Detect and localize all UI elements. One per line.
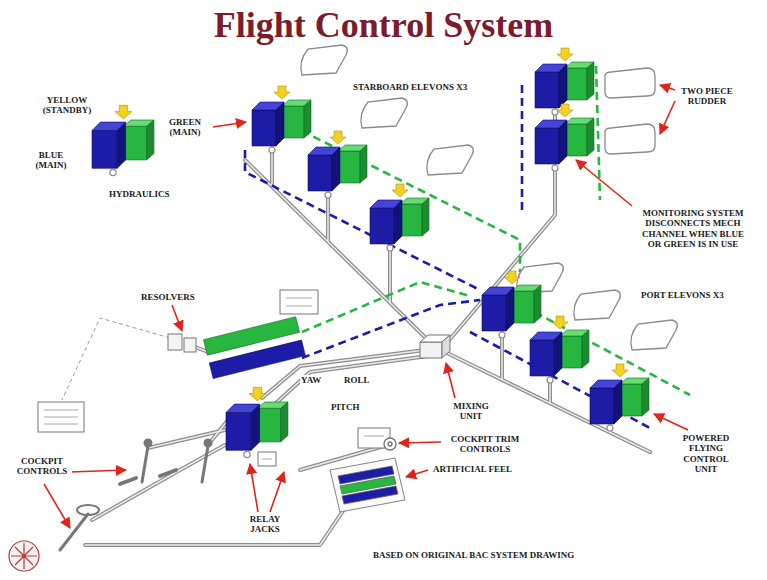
cockpit-control <box>202 446 208 482</box>
rudder-surface <box>605 68 655 98</box>
trim-wheel <box>384 438 396 450</box>
leader-arrow <box>406 470 428 477</box>
artificial-feel-unit <box>330 458 405 512</box>
blue-hydraulic-line <box>245 85 650 428</box>
leader-arrow <box>213 122 246 127</box>
port-elevon <box>574 290 620 320</box>
logo-emblem <box>9 541 39 571</box>
callout-label: YELLOW (STANDBY) <box>36 95 98 116</box>
callout-label: POWERED FLYING CONTROL UNIT <box>675 433 737 474</box>
cockpit-control <box>142 446 148 482</box>
green-hydraulic-line <box>290 125 520 272</box>
callout-label: TWO PIECE RUDDER <box>678 86 736 107</box>
resolver-box <box>168 334 196 352</box>
cockpit-control <box>77 505 99 515</box>
starboard-elevon <box>301 45 347 75</box>
callout-label: BLUE (MAIN) <box>30 150 72 171</box>
artificial-feel-unit <box>330 458 405 512</box>
callout-label: COCKPIT CONTROLS <box>12 456 72 477</box>
callout-label: YAW <box>300 375 330 385</box>
leader-arrow <box>44 85 688 528</box>
callout-label: PORT ELEVONS X3 <box>640 290 750 300</box>
diagram-title: Flight Control System <box>0 4 767 46</box>
mixing-unit-box <box>442 335 450 358</box>
trim-wheel <box>388 442 392 446</box>
relay-jack-unit <box>226 387 288 457</box>
mixing-unit-box <box>420 342 442 358</box>
callout-label: MONITORING SYSTEM DISCONNECTS MECH CHANN… <box>634 208 752 249</box>
blue-hydraulic-line <box>302 300 480 358</box>
leader-arrow <box>654 414 688 430</box>
callout-label: BASED ON ORIGINAL BAC SYSTEM DRAWING <box>372 550 632 560</box>
autostab-bar <box>203 317 305 379</box>
green-hydraulic-line <box>290 66 690 395</box>
logo-emblem <box>9 541 39 571</box>
blue-hydraulic-line <box>521 85 524 215</box>
hydraulics-key-unit <box>92 105 154 175</box>
port-elevon <box>631 320 677 350</box>
callout-label: COCKPIT TRIM CONTROLS <box>444 434 526 455</box>
cockpit-control <box>60 440 211 550</box>
callout-label: HYDRAULICS <box>108 189 188 199</box>
starboard-elevon <box>361 98 407 128</box>
powered-flying-control-unit <box>535 104 594 171</box>
callout-label: ARTIFICIAL FEEL <box>432 464 542 474</box>
cockpit-control <box>120 470 176 484</box>
callout-label: STARBOARD ELEVONS X3 <box>352 82 502 92</box>
artificial-feel-unit <box>342 486 398 504</box>
leader-arrow <box>399 442 441 443</box>
trim-wheel <box>384 438 396 450</box>
callout-label: RELAY JACKS <box>242 514 288 535</box>
cockpit-control <box>145 440 151 446</box>
leader-arrow <box>660 85 675 90</box>
mechanical-signal-line <box>62 318 170 400</box>
green-hydraulic-line <box>302 282 470 332</box>
callout-label: RESOLVERS <box>140 292 210 302</box>
leader-arrow <box>250 464 258 512</box>
powered-flying-control-unit <box>590 364 649 431</box>
instrument-panel <box>38 290 390 466</box>
leader-arrow <box>172 305 182 331</box>
leader-arrow <box>270 472 284 512</box>
powered-flying-control-unit <box>252 86 311 153</box>
mechanical-signal-line <box>62 318 170 400</box>
logo-emblem <box>11 543 37 569</box>
rudder-surface <box>605 124 655 154</box>
leader-arrow <box>576 160 632 206</box>
leader-arrow <box>446 363 455 398</box>
starboard-elevon <box>427 145 473 175</box>
instrument-panel <box>44 298 384 459</box>
leader-arrow <box>70 470 126 472</box>
relay-jack-unit <box>226 387 288 457</box>
powered-flying-control-unit <box>252 48 649 431</box>
mixing-unit-box <box>420 335 450 358</box>
leader-arrow <box>44 484 70 528</box>
powered-flying-control-unit <box>370 184 429 251</box>
cockpit-control <box>205 440 211 446</box>
leader-arrow <box>660 101 675 134</box>
hydraulics-key-unit <box>92 105 154 175</box>
powered-flying-control-unit <box>308 131 367 198</box>
instrument-panel <box>280 290 318 314</box>
callout-label: ROLL <box>343 375 377 385</box>
rudder-surface <box>605 68 655 154</box>
callout-label: GREEN (MAIN) <box>160 117 210 138</box>
resolver-box <box>168 334 182 350</box>
autostab-bar <box>209 340 305 379</box>
powered-flying-control-unit <box>482 271 541 338</box>
callout-label: MIXING UNIT <box>446 401 496 422</box>
resolver-box <box>184 338 196 352</box>
callout-label: PITCH <box>330 402 370 412</box>
powered-flying-control-unit <box>530 316 589 383</box>
